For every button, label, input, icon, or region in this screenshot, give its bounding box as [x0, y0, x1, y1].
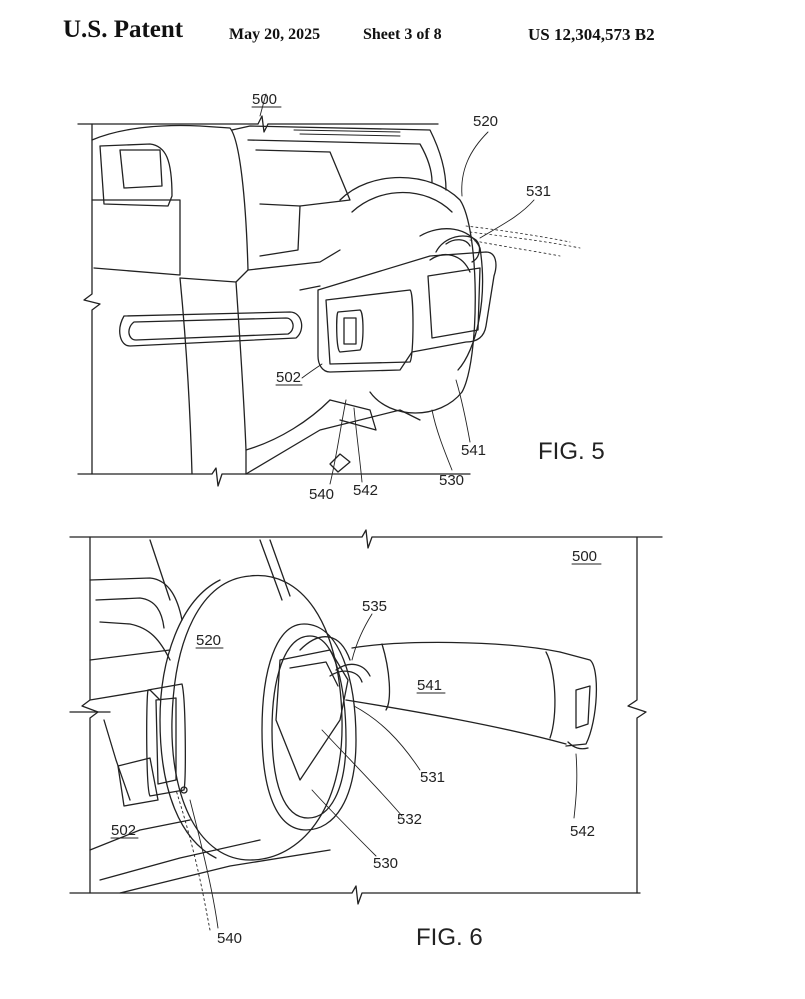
- figure-6-drawing: [69, 529, 663, 931]
- sheet-number: Sheet 3 of 8: [363, 26, 442, 43]
- ref-label-502-fig6: 502: [111, 822, 136, 839]
- ref-label-520: 520: [473, 113, 498, 130]
- ref-label-531-fig6: 531: [420, 769, 445, 786]
- ref-label-535: 535: [362, 598, 387, 615]
- figure-5-labels: 500 520 531 502 541 530 540 542 FIG. 5: [251, 91, 605, 503]
- patent-header: U.S. Patent May 20, 2025 Sheet 3 of 8 US…: [0, 0, 805, 70]
- ref-label-532: 532: [397, 811, 422, 828]
- publication-date: May 20, 2025: [229, 26, 321, 43]
- ref-label-541-fig6: 541: [417, 677, 442, 694]
- ref-label-502: 502: [276, 369, 301, 386]
- ref-label-520-fig6: 520: [196, 632, 221, 649]
- figure-6-labels: 500 520 535 541 531 502 532 542 530 540 …: [110, 548, 602, 951]
- ref-label-530-fig6: 530: [373, 855, 398, 872]
- ref-label-542-fig6: 542: [570, 823, 595, 840]
- ref-label-542: 542: [353, 482, 378, 499]
- figure-6-caption: FIG. 6: [416, 924, 483, 951]
- patent-number: US 12,304,573 B2: [528, 25, 655, 44]
- ref-label-530: 530: [439, 472, 464, 489]
- ref-label-540-fig6: 540: [217, 930, 242, 947]
- figure-5-drawing: [77, 93, 581, 487]
- ref-label-500-fig6: 500: [572, 548, 597, 565]
- ref-label-500: 500: [252, 91, 277, 108]
- figure-5-caption: FIG. 5: [538, 438, 605, 465]
- patent-office-label: U.S. Patent: [63, 16, 184, 43]
- ref-label-531: 531: [526, 183, 551, 200]
- ref-label-540: 540: [309, 486, 334, 503]
- ref-label-541: 541: [461, 442, 486, 459]
